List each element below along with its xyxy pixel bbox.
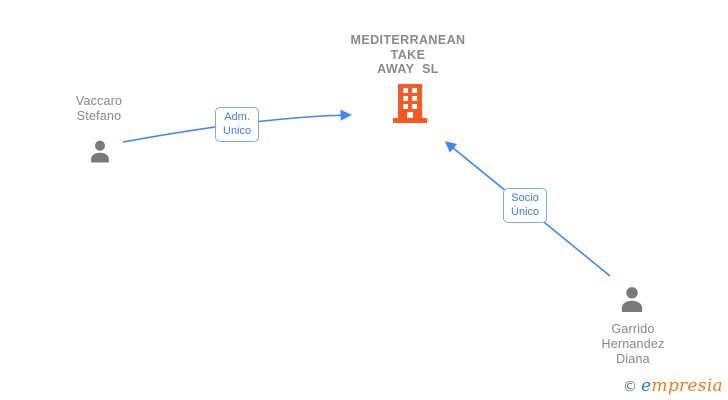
- empresia-logo[interactable]: © empresia: [623, 376, 723, 396]
- company-name[interactable]: MEDITERRANEAN TAKE AWAY SL: [338, 33, 478, 77]
- brand-initial: e: [641, 376, 652, 396]
- role-line: Unico: [223, 125, 252, 137]
- person-name-vaccaro-stefano[interactable]: Vaccaro Stefano: [49, 94, 149, 124]
- person-icon[interactable]: [616, 284, 648, 321]
- person-name-line: Garrido: [611, 322, 655, 336]
- person-icon[interactable]: [86, 138, 114, 171]
- company-name-line: TAKE: [390, 47, 426, 62]
- building-icon[interactable]: [393, 84, 427, 129]
- person-name-line: Vaccaro: [75, 94, 123, 108]
- person-name-line: Stefano: [76, 109, 122, 123]
- company-name-line: AWAY SL: [377, 62, 439, 76]
- brand-rest: mpresia: [651, 376, 723, 396]
- copyright-icon: ©: [623, 379, 638, 395]
- company-name-line: MEDITERRANEAN: [350, 33, 466, 47]
- role-line: Socio: [511, 192, 539, 204]
- person-name-line: Hernandez: [601, 337, 665, 351]
- role-line: Único: [511, 206, 540, 218]
- person-name-line: Diana: [616, 352, 650, 366]
- role-line: Adm.: [224, 111, 250, 123]
- brand-wordmark: empresia: [641, 376, 723, 396]
- person-name-garrido-hernandez-diana[interactable]: Garrido Hernandez Diana: [583, 322, 683, 367]
- role-label-socio-unico[interactable]: Socio Único: [503, 188, 548, 223]
- role-label-adm-unico[interactable]: Adm. Unico: [215, 107, 260, 142]
